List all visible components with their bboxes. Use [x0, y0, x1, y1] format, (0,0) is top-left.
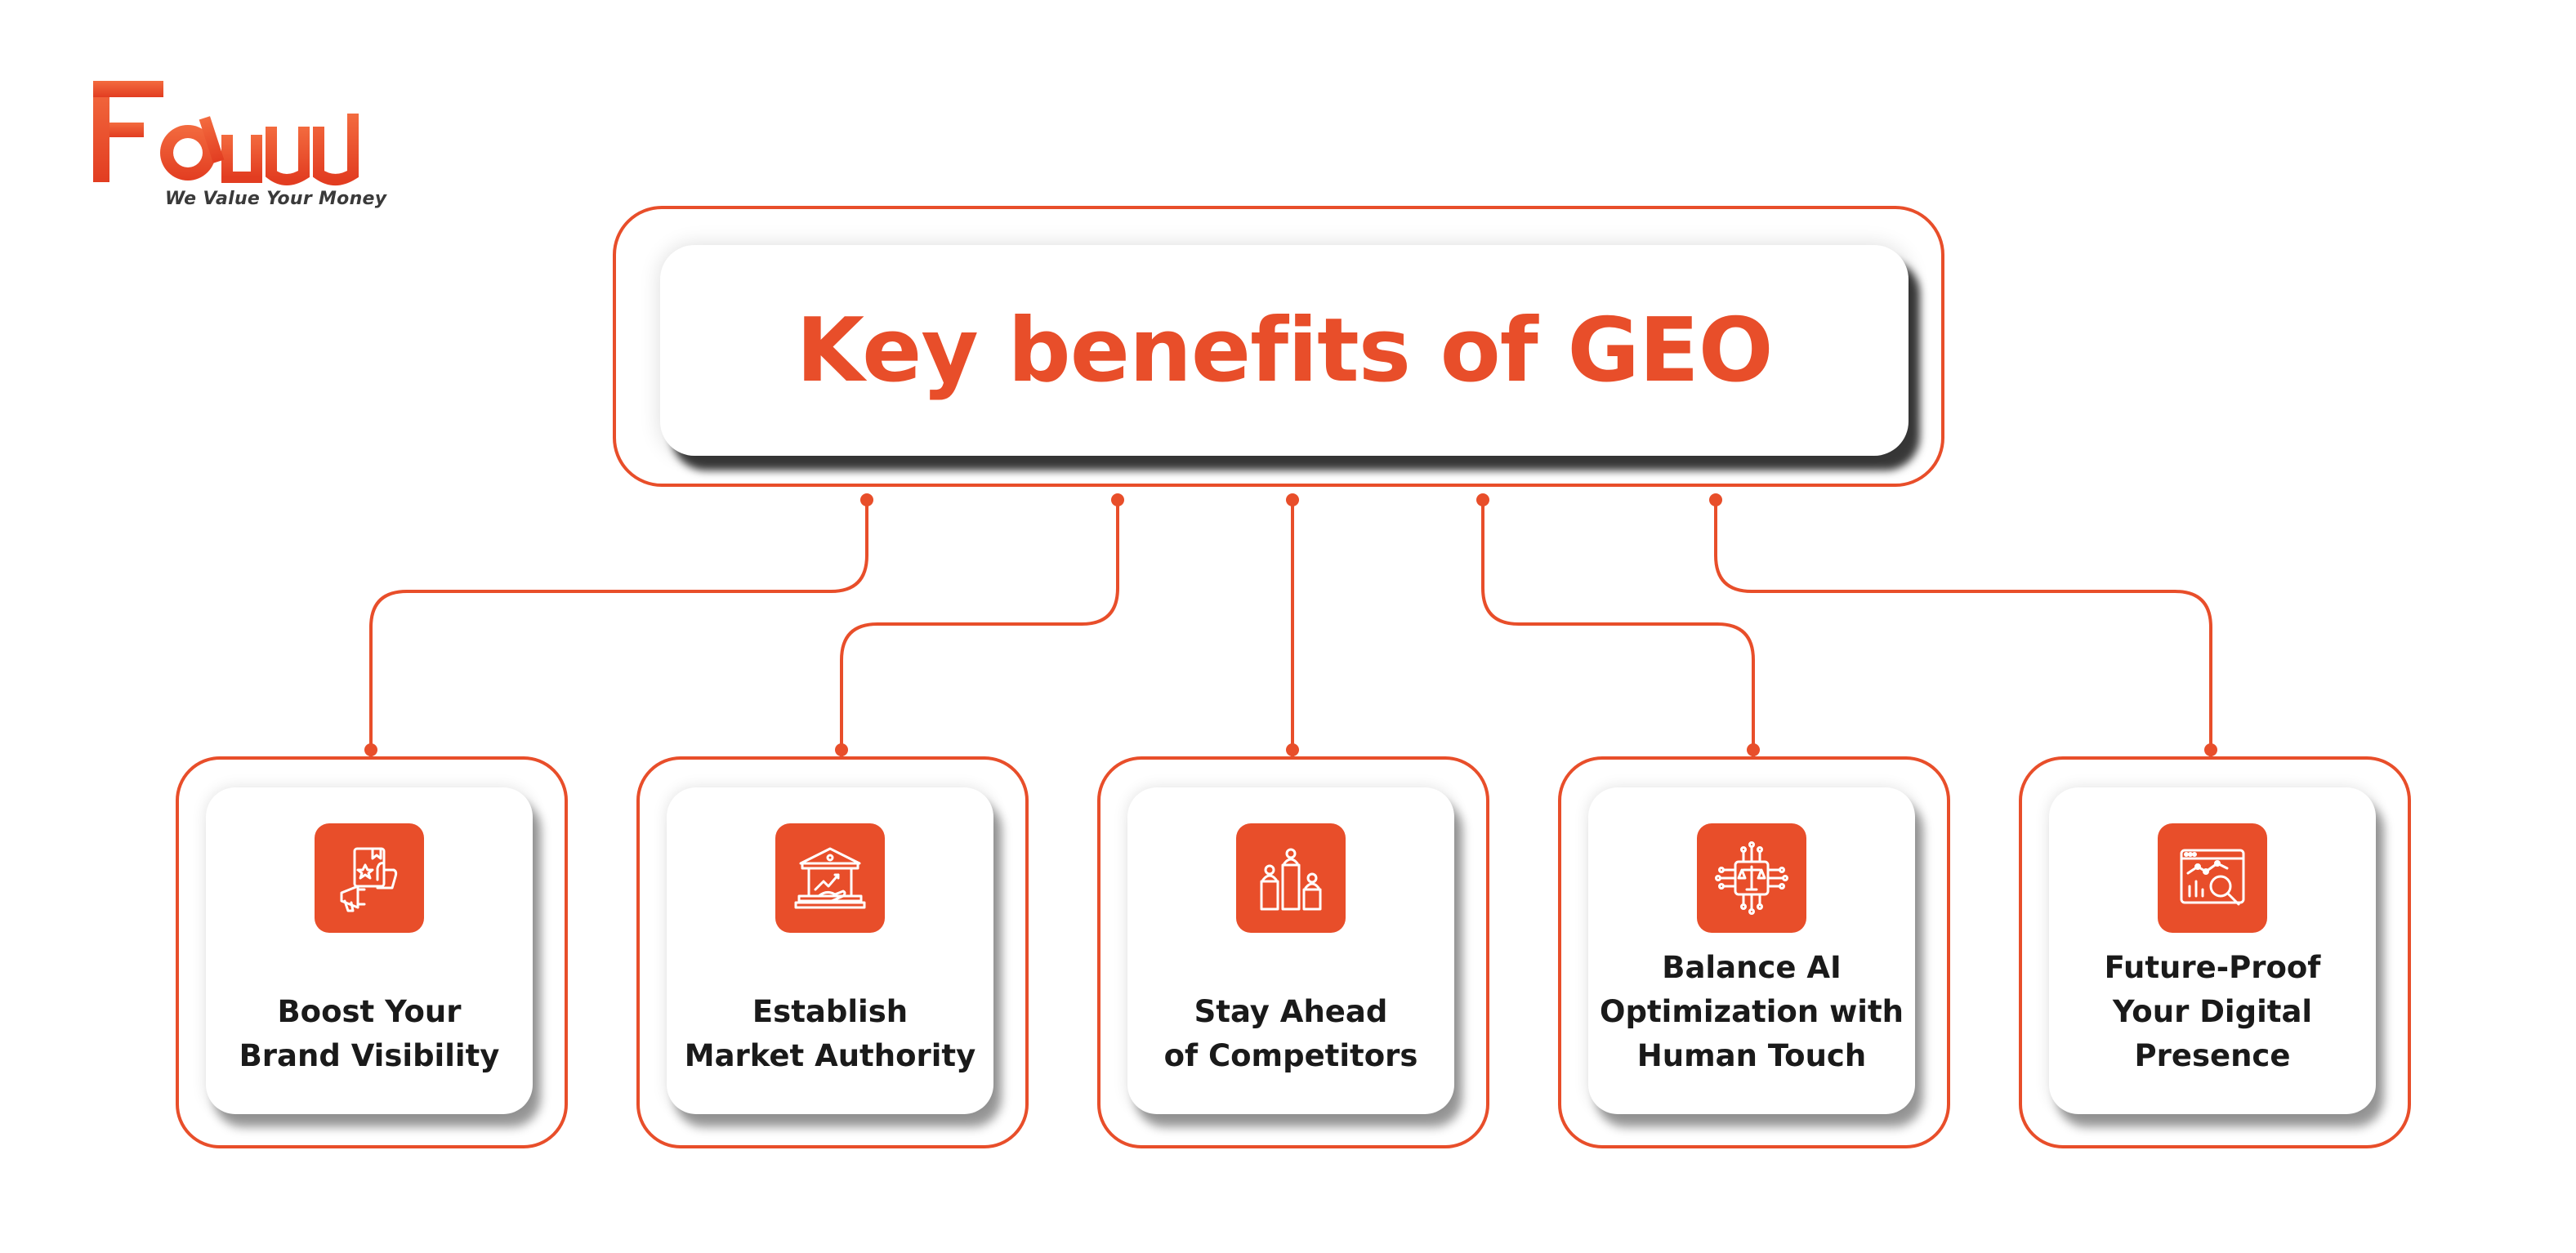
connector-dot [1709, 493, 1722, 506]
title-card: Key benefits of GEO [660, 245, 1909, 456]
benefit-frame-3 [1097, 756, 1489, 1148]
logo-mark [93, 81, 359, 185]
brand-logo: We Value Your Money [90, 78, 386, 216]
benefit-card-2: Establish Market Authority [667, 787, 993, 1114]
page-title: Key benefits of GEO [796, 299, 1773, 402]
connector-dot [860, 493, 873, 506]
benefit-card-1: Boost Your Brand Visibility [206, 787, 533, 1114]
ai-chip-balance-icon [1697, 823, 1806, 933]
connector-dot [1286, 743, 1299, 756]
connector-2 [840, 500, 1119, 756]
connector-dot [2204, 743, 2217, 756]
benefit-frame-4 [1558, 756, 1950, 1148]
connector-dot [1476, 493, 1489, 506]
connector-dot [1111, 493, 1124, 506]
institution-handshake-icon [775, 823, 885, 933]
connector-dot [1286, 493, 1299, 506]
benefit-frame-5 [2019, 756, 2411, 1148]
analytics-search-icon [2158, 823, 2267, 933]
benefit-label-1: Boost Your Brand Visibility [239, 994, 500, 1073]
connector-1 [369, 500, 868, 756]
benefit-label-4: Balance AI Optimization with Human Touch [1600, 950, 1904, 1073]
connector-dot [364, 743, 377, 756]
connector-4 [1481, 500, 1755, 756]
benefit-card-5: Future-Proof Your Digital Presence [2049, 787, 2376, 1114]
benefit-card-3: Stay Ahead of Competitors [1127, 787, 1454, 1114]
megaphone-thumbs-up-icon [315, 823, 424, 933]
benefit-card-4: Balance AI Optimization with Human Touch [1588, 787, 1915, 1114]
benefit-label-5: Future-Proof Your Digital Presence [2104, 950, 2321, 1073]
benefit-frame-2 [636, 756, 1029, 1148]
connector-dot [835, 743, 848, 756]
logo-tagline: We Value Your Money [165, 189, 387, 209]
benefit-frame-1 [176, 756, 568, 1148]
benefit-label-3: Stay Ahead of Competitors [1163, 994, 1418, 1073]
connector-dot [1747, 743, 1760, 756]
benefit-label-2: Establish Market Authority [684, 994, 976, 1073]
connector-5 [1714, 500, 2212, 756]
title-frame [613, 206, 1944, 487]
podium-ranking-icon [1236, 823, 1346, 933]
